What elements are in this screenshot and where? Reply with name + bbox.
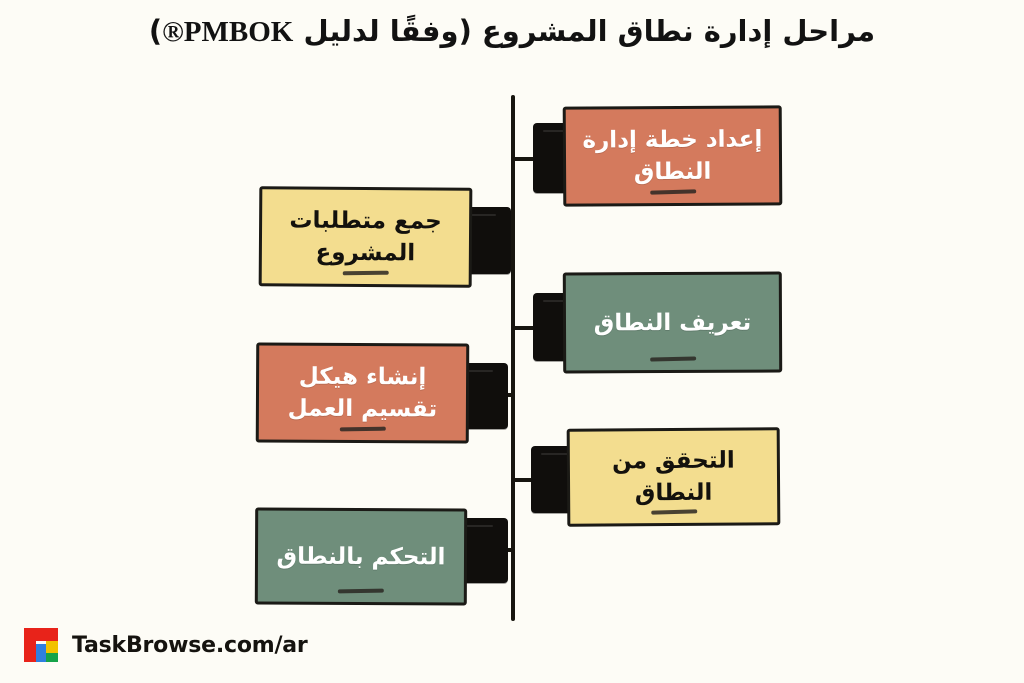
stage-flag-1[interactable]: إعداد خطة إدارة النطاق (562, 105, 783, 207)
stage-label-5: التحقق من النطاق (611, 447, 735, 507)
page-title-arabic: مراحل إدارة نطاق المشروع (وفقًا لدليل (293, 14, 876, 48)
connector-stub-3 (515, 326, 537, 330)
brand-footer[interactable]: TaskBrowse.com/ar (24, 628, 308, 662)
page-title-latin: PMBOK® (162, 16, 294, 48)
taskbrowse-logo-icon (24, 628, 58, 662)
connector-stub-5 (515, 478, 535, 482)
logo-red-top (24, 628, 58, 641)
logo-red-left (24, 641, 36, 662)
stage-label-2: جمع متطلبات المشروع (289, 207, 442, 267)
brand-text: TaskBrowse.com/ar (72, 632, 308, 658)
logo-green (46, 653, 58, 662)
logo-yellow (46, 641, 58, 653)
page-title-paren: ) (148, 14, 163, 48)
flag-smudge-4 (339, 426, 386, 432)
timeline-spine (511, 95, 515, 621)
stage-label-1: إعداد خطة إدارة النطاق (582, 126, 763, 186)
flag-smudge-6 (337, 588, 384, 594)
flag-smudge-1 (649, 189, 696, 195)
flag-smudge-3 (649, 356, 696, 362)
stage-label-4: إنشاء هيكل تقسيم العمل (287, 363, 438, 423)
stage-label-6: التحكم بالنطاق (276, 543, 446, 570)
flag-smudge-5 (650, 509, 697, 515)
stage-label-3: تعريف النطاق (593, 309, 752, 336)
flag-smudge-2 (342, 270, 389, 276)
stage-flag-6[interactable]: التحكم بالنطاق (254, 507, 468, 606)
logo-blue (36, 644, 46, 662)
stage-flag-2[interactable]: جمع متطلبات المشروع (258, 186, 473, 288)
stage-flag-4[interactable]: إنشاء هيكل تقسيم العمل (255, 342, 470, 444)
stage-flag-5[interactable]: التحقق من النطاق (566, 427, 781, 527)
page-title: مراحل إدارة نطاق المشروع (وفقًا لدليل PM… (0, 8, 1024, 55)
connector-stub-1 (515, 157, 537, 161)
stage-flag-3[interactable]: تعريف النطاق (562, 271, 783, 374)
